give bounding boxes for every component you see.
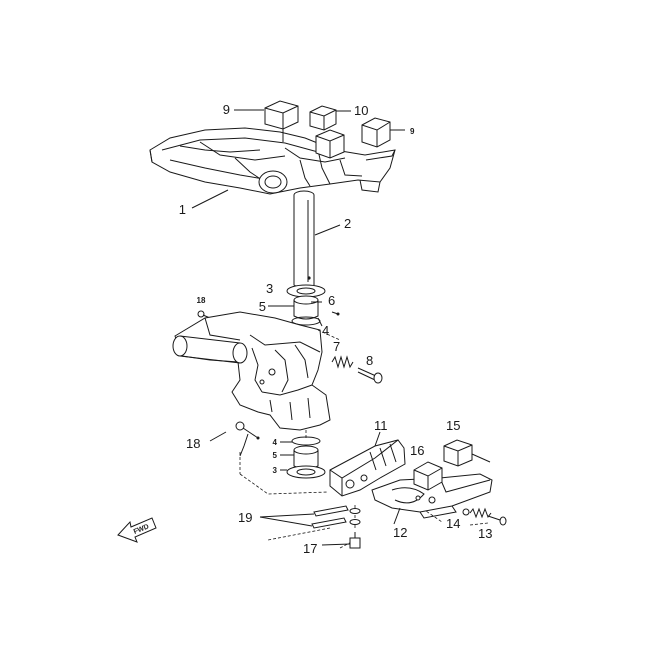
rod-part bbox=[311, 505, 361, 529]
grease-fitting-part bbox=[235, 421, 260, 457]
callout-8: 8 bbox=[366, 353, 373, 368]
swivel-shaft-part bbox=[293, 190, 315, 289]
bolt-part bbox=[349, 532, 361, 549]
callout-leader-lines bbox=[191, 109, 405, 546]
callout-9: 9 bbox=[223, 102, 230, 117]
callout-18: 18 bbox=[197, 296, 206, 305]
callout-11: 11 bbox=[374, 418, 388, 433]
mount-block-part bbox=[309, 105, 345, 159]
callout-13: 13 bbox=[478, 526, 492, 541]
callout-2: 2 bbox=[344, 216, 351, 231]
lower-bushing-stack bbox=[286, 436, 326, 479]
callout-1: 1 bbox=[179, 202, 186, 217]
callout-4: 4 bbox=[273, 438, 278, 447]
callout-10: 10 bbox=[354, 103, 368, 118]
tilt-lock-lever-part bbox=[329, 439, 406, 497]
callout-3: 3 bbox=[273, 466, 278, 475]
swivel-case-part bbox=[172, 311, 331, 431]
callout-18: 18 bbox=[186, 436, 200, 451]
callout-6: 6 bbox=[328, 293, 335, 308]
callout-19: 19 bbox=[238, 510, 252, 525]
callout-5: 5 bbox=[259, 299, 266, 314]
stop-block-part bbox=[413, 461, 443, 491]
pin-part bbox=[487, 515, 507, 526]
steering-bracket-part bbox=[149, 127, 396, 195]
callout-4: 4 bbox=[322, 323, 329, 338]
callout-5: 5 bbox=[273, 451, 278, 460]
callout-16: 16 bbox=[410, 443, 424, 458]
callout-12: 12 bbox=[393, 525, 407, 540]
spring-part bbox=[462, 507, 492, 519]
forward-arrow-icon: FWD bbox=[117, 517, 157, 543]
callout-labels: 9 10 9 1 2 3 5 6 4 18 7 8 18 4 5 3 11 15… bbox=[179, 102, 493, 556]
callout-7: 7 bbox=[333, 339, 340, 354]
callout-15: 15 bbox=[446, 418, 460, 433]
mount-block-part bbox=[361, 117, 391, 148]
callout-14: 14 bbox=[446, 516, 460, 531]
mount-block-part bbox=[264, 100, 299, 142]
callout-17: 17 bbox=[303, 541, 317, 556]
callout-3: 3 bbox=[266, 281, 273, 296]
pin-part bbox=[357, 367, 383, 384]
callout-9: 9 bbox=[410, 127, 415, 136]
rubber-block-part bbox=[443, 439, 491, 467]
spring-part bbox=[331, 355, 354, 369]
